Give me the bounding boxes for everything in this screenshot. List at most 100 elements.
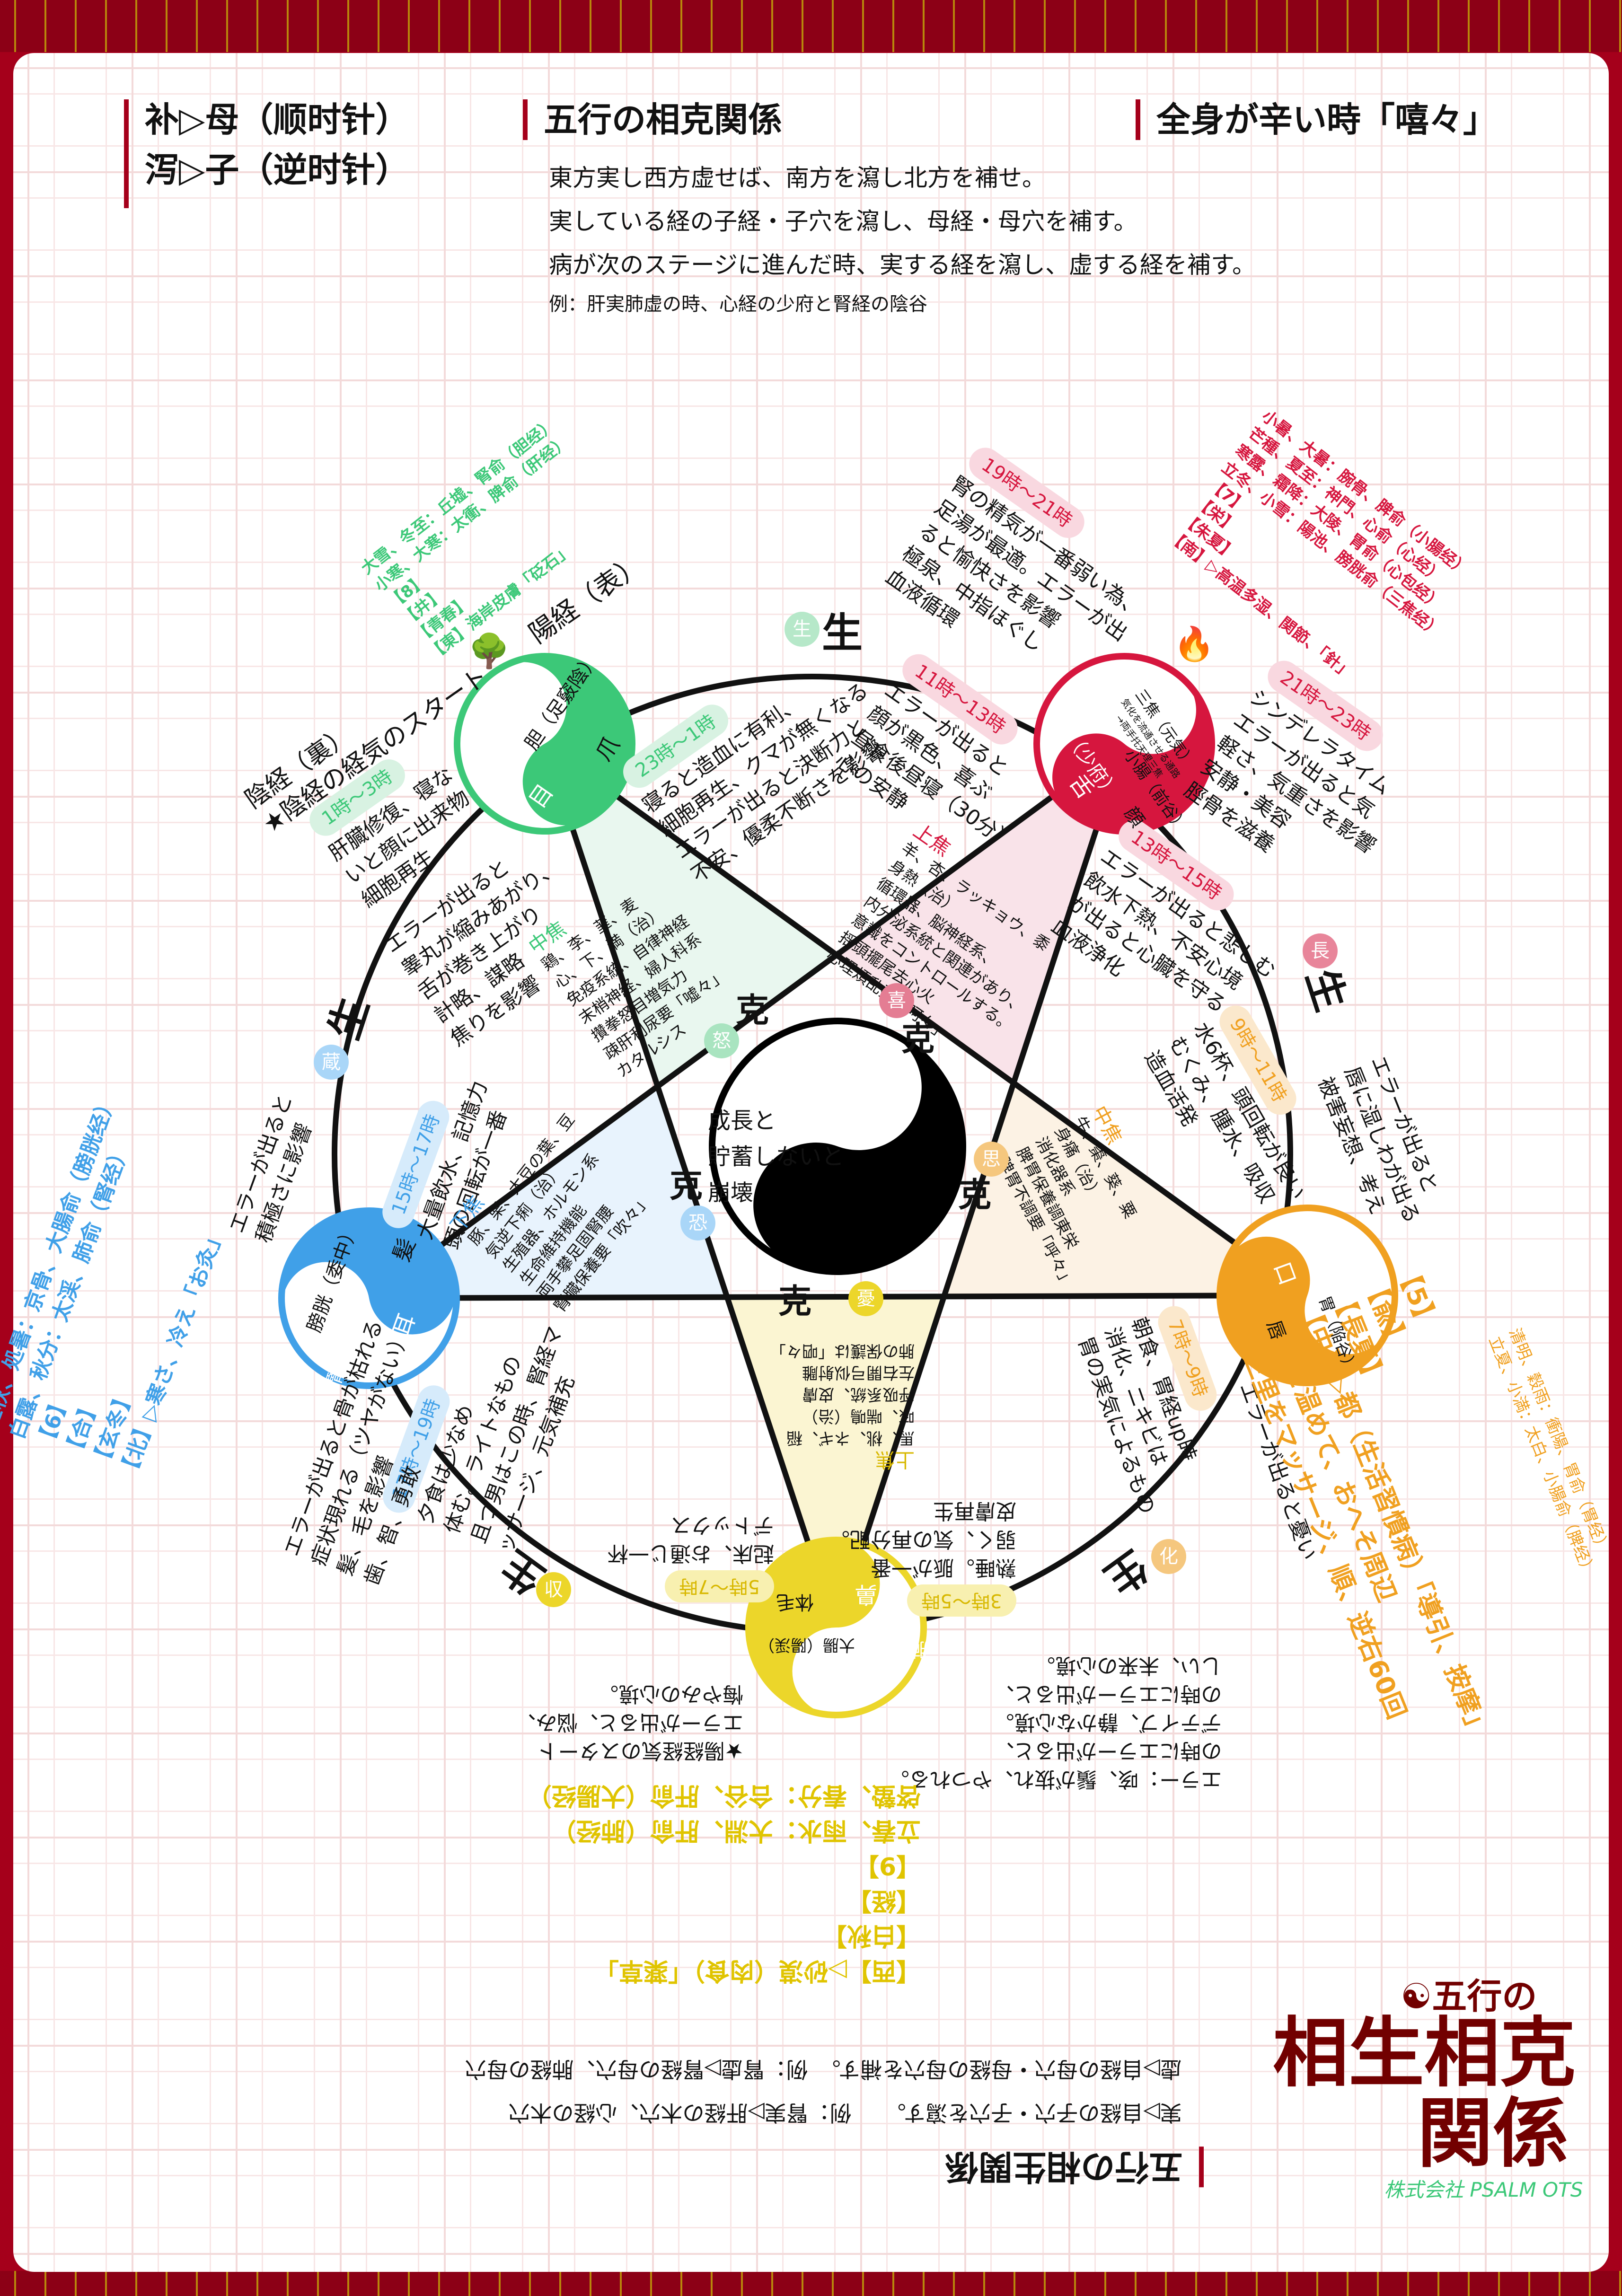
emotion-badge-anger: 怒	[704, 1023, 739, 1058]
top-border-band	[0, 0, 1622, 52]
text-line: 病が次のステージに進んだ時、実する経を瀉し、虚する経を補す。	[549, 251, 1256, 279]
text-line: 熟睡。脈が一番	[871, 1556, 1016, 1580]
control-line	[369, 1293, 1308, 1301]
time-text: 起床、お通じ一杯 デトックス	[608, 1511, 774, 1567]
water-star-arm	[369, 1086, 727, 1298]
center-text: 成長と貯蓄しないと崩壊	[708, 1103, 844, 1211]
jiao-title: 上焦	[874, 1448, 915, 1471]
logo-small: ☯五行の	[1401, 1968, 1537, 2019]
control-title: 五行の相克関係	[523, 99, 783, 141]
text-line: 【白秋】	[822, 1921, 921, 1950]
text-line: 虚▷自経の母穴・母経の母穴を補す。 例：腎虚▷腎経の母穴、肺経の母穴	[465, 2057, 1182, 2082]
center-yin-yang-dot	[791, 1180, 841, 1231]
wood-star-arm	[545, 744, 837, 1087]
sedate-rule: 泻▷子（逆时针）	[145, 150, 410, 190]
emotion-badge-joy: 喜	[879, 983, 914, 1018]
metal-jiao-box: 上焦馬、桃、ネギ、稲 咳、喘鳴（治） 呼吸系統、皮膚左右開弓似射雕 肺の保護は「呬々」	[770, 1340, 915, 1471]
phase-badge: 生	[785, 612, 820, 647]
text-line: の時にエラーが出ると、	[993, 1739, 1222, 1763]
generation-title-text: 五行の相生関係	[944, 2146, 1204, 2188]
text-line: 立春、雨水：大淵、肝俞（肺经）	[551, 1816, 921, 1845]
text-line: 咳、喘鳴（治）	[802, 1407, 915, 1425]
center-yin-yang-dot	[834, 1062, 884, 1113]
company-name: 株式会社 PSALM OTS	[1384, 2178, 1583, 2201]
earth-star-arm	[944, 1082, 1307, 1297]
text-line: の時にエラーが出ると、	[993, 1682, 1222, 1706]
phase-badge: 化	[1151, 1539, 1186, 1574]
generation-label: 生	[822, 609, 863, 657]
bottom-border-band	[0, 2271, 1622, 2296]
metal-error-2: エラー：咳、鬚が抜れ、やつれる。 の時にエラーが出ると、デテイブ、静かな心境。の時…	[889, 1651, 1222, 1793]
text-line: 啓蟄、春分：合谷、肝俞（大腸经）	[527, 1781, 921, 1810]
text-line: 呼吸系統、皮膚	[802, 1385, 915, 1404]
text-line: ★陽経経気のスタート	[537, 1739, 744, 1763]
text-line: 【経】	[846, 1886, 921, 1915]
text-line: 【9】	[854, 1851, 921, 1880]
control-line	[833, 743, 1127, 1628]
text-line: エラー：咳、鬚が抜れ、やつれる。	[888, 1767, 1222, 1791]
text-line: デトックス	[670, 1513, 774, 1537]
text-line: 弱く、気の再分配。	[829, 1527, 1016, 1551]
emotion-badge-worry: 思	[974, 1142, 1009, 1177]
poster-panel	[13, 53, 1609, 2272]
control-label: 克	[670, 1166, 703, 1205]
tonify-rule: 补▷母（顺时针）	[145, 100, 410, 140]
phase-badge: 長	[1303, 933, 1338, 968]
control-label: 克	[736, 991, 769, 1030]
metal-element-circle	[745, 1537, 927, 1718]
text-line: 馬、桃、ネギ、稲	[786, 1428, 915, 1447]
body-hair-label: 体毛	[776, 1591, 814, 1613]
text-line: 東方実し西方虚せば、南方を瀉し北方を補せ。	[549, 164, 1046, 192]
time-pill: 3時～5時	[907, 1584, 1016, 1617]
text-line: 成長と	[707, 1108, 776, 1134]
control-title-text: 五行の相克関係	[544, 100, 783, 140]
fire-element-circle-half	[1052, 677, 1212, 831]
flame-icon: 🔥	[1173, 625, 1215, 663]
text-line: 左右開弓似射雕	[802, 1363, 915, 1382]
nose-label: 鼻	[854, 1581, 878, 1608]
text-line: 皮膚再生	[933, 1499, 1016, 1523]
metal-star-arm	[727, 1296, 944, 1627]
yin-yang-icon: ☯	[1401, 1976, 1432, 2017]
earth-element-circle	[1216, 1205, 1398, 1386]
generation-rules: 実▷自経の子穴・子穴を瀉す。 例：腎実▷肝経の木穴、心経の木穴 虚▷自経の母穴・母…	[465, 2048, 1181, 2135]
metal-error-1: ★陽経経気のスタート エラーが出ると、悩み、 悔やみの心境。	[515, 1680, 743, 1765]
large-intestine-label: 大腸（陽渓）	[758, 1635, 855, 1654]
control-label: 克	[901, 1019, 934, 1058]
metal-season-card: 【西】▷砂漠（肉食）「薬草」 【白秋】 【経】 【9】 立春、雨水：大淵、肝俞（肺经） 啓…	[527, 1778, 921, 1988]
generation-title: 五行の相生関係	[944, 2146, 1204, 2188]
text-line: 実している経の子経・子穴を瀉し、母経・母穴を補す。	[549, 208, 1137, 235]
time-text: 熟睡。脈が一番 弱く、気の再分配。 皮膚再生	[829, 1496, 1016, 1582]
metal-element-circle-half	[749, 1540, 880, 1715]
metal-time-2: 5時～7時 起床、お通じ一杯 デトックス	[608, 1511, 774, 1602]
whole-body-title-text: 全身が辛い時「嘻々」	[1156, 100, 1498, 140]
text-line: 【西】▷砂漠（肉食）「薬草」	[594, 1956, 921, 1985]
text-line: 実▷自経の子穴・子穴を瀉す。 例：腎実▷肝経の木穴、心経の木穴	[508, 2100, 1182, 2126]
text-line: 悔やみの心境。	[598, 1682, 744, 1706]
text-line: 起床、お通じ一杯	[608, 1541, 774, 1566]
text-line: エラーが出ると、悩み、	[515, 1710, 744, 1734]
text-line: 肺の保護は「呬々」	[770, 1341, 915, 1360]
tonify-sedate-block: 补▷母（顺时针） 泻▷子（逆时针）	[124, 99, 409, 208]
logo-title-1: 相生相克	[1273, 2009, 1576, 2097]
fire-element-circle	[1033, 653, 1215, 835]
control-label: 克	[778, 1282, 811, 1321]
wood-element-circle-half	[501, 656, 632, 826]
emotion-badge-grief: 憂	[848, 1281, 883, 1316]
water-element-circle-half	[282, 1211, 456, 1335]
control-description: 東方実し西方虚せば、南方を瀉し北方を補せ。実している経の子経・子穴を瀉し、母経・…	[549, 156, 1256, 316]
text-line: 貯蓄しないと	[707, 1144, 845, 1170]
text-line: デテイブ、静かな心境。	[993, 1710, 1222, 1734]
control-label: 克	[958, 1175, 991, 1214]
phase-badge: 収	[536, 1572, 571, 1607]
tree-icon: 🌳	[468, 632, 510, 670]
control-line	[367, 741, 1126, 1301]
description-lines: 東方実し西方虚せば、南方を瀉し北方を補せ。実している経の子経・子穴を瀉し、母経・…	[549, 156, 1256, 287]
text-line: 崩壊	[707, 1179, 754, 1206]
center-yin-yang	[709, 1018, 966, 1275]
control-line	[542, 743, 839, 1628]
phase-badge: 蔵	[314, 1045, 349, 1080]
earth-element-circle-half	[1220, 1236, 1390, 1383]
water-element-circle	[278, 1207, 460, 1389]
time-pill: 5時～7時	[665, 1570, 774, 1602]
